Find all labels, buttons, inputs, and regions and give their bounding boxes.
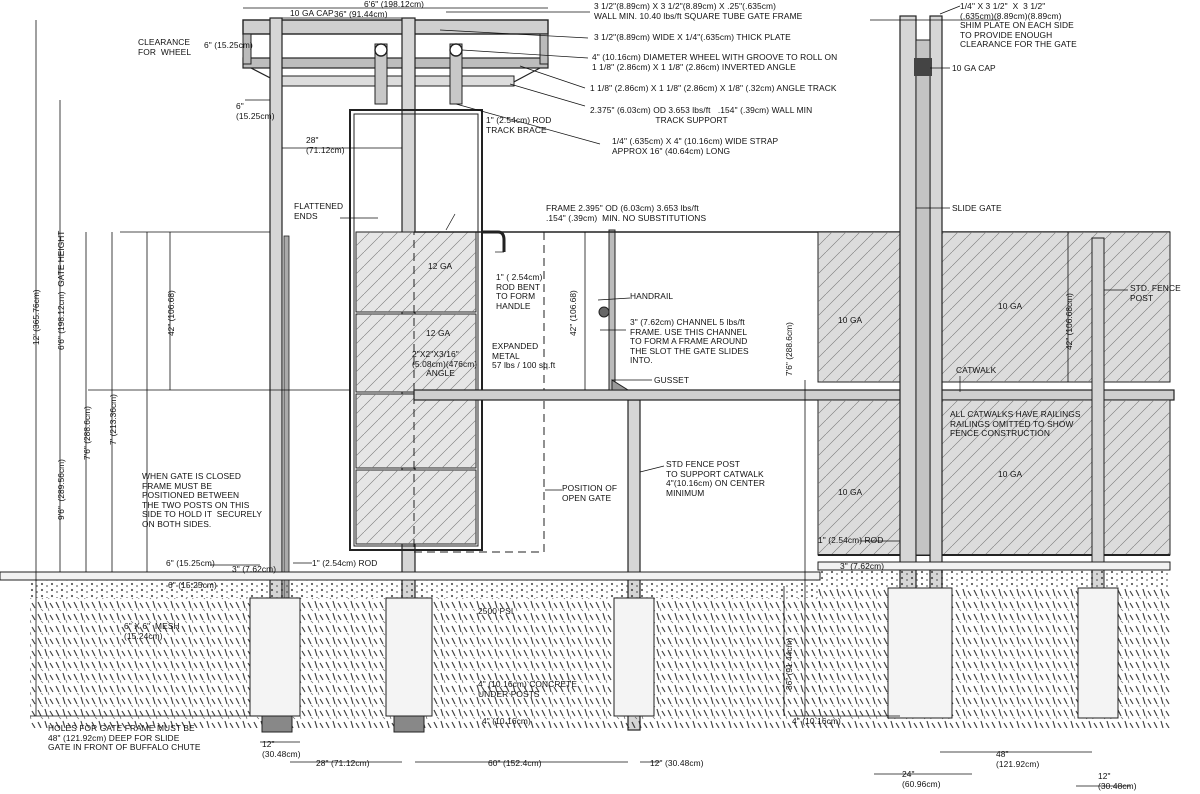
callout-channel: 3" (7.62cm) CHANNEL 5 lbs/ft FRAME. USE … xyxy=(630,317,749,366)
dim-28-bottom: 28" (71.12cm) xyxy=(316,758,370,768)
left-elevation xyxy=(0,7,1175,763)
dim-12-right: 12" (30.48cm) xyxy=(1098,771,1137,791)
dim-rod-right: 1" (2.54cm) ROD xyxy=(818,535,884,545)
dim-36-right: 36" (91.44cm) xyxy=(784,637,794,690)
dim-76-right: 7'6" (288.6cm) xyxy=(784,322,794,376)
dim-28: 28" (71.12cm) xyxy=(306,135,345,155)
callout-strap: 1/4" (.635cm) X 4" (10.16cm) WIDE STRAP … xyxy=(612,136,779,156)
callout-expanded-metal: EXPANDED METAL 57 lbs / 100 sq.ft xyxy=(492,341,556,371)
callout-handrail: HANDRAIL xyxy=(630,291,674,301)
callout-frame-od: FRAME 2.395" OD (6.03cm) 3.653 lbs/ft .1… xyxy=(546,203,707,223)
dim-6b: 6" (15.25cm) xyxy=(168,580,217,590)
callout-gusset: GUSSET xyxy=(654,375,690,385)
footing-catwalk xyxy=(613,597,655,717)
callout-track-support: 2.375" (6.03cm) OD 3.653 lbs/ft .154" (.… xyxy=(590,105,813,125)
wheel-right xyxy=(449,43,463,57)
dim-rod: 1" (2.54cm) ROD xyxy=(312,558,378,568)
top-cap-frame xyxy=(242,19,549,35)
dim-60-bottom: 60" (152.4cm) xyxy=(488,758,542,768)
footing-center xyxy=(385,597,433,717)
label-flattened: FLATTENED ENDS xyxy=(294,201,344,221)
label-mesh: 6" X 6" MESH (15.24cm) xyxy=(124,621,180,641)
callout-rod-handle: 1" ( 2.54cm) ROD BENT TO FORM HANDLE xyxy=(496,272,543,311)
dim-12-left: 12" (30.48cm) xyxy=(262,739,301,759)
wheel-left xyxy=(374,43,388,57)
callout-catwalk-note: ALL CATWALKS HAVE RAILINGS RAILINGS OMIT… xyxy=(950,409,1081,439)
label-holes: HOLES FOR GATE FRAME MUST BE 48" (121.92… xyxy=(48,723,201,753)
dim-76: 7'6" (288.6cm) xyxy=(82,406,92,460)
dim-42-mid: 42" (106.68) xyxy=(568,290,578,336)
dim-42-right: 42" (106.68cm) xyxy=(1064,293,1074,350)
slide-gate xyxy=(915,39,931,556)
dim-3a: 3" (7.62cm) xyxy=(232,564,277,574)
dim-6a: 6" (15.25cm) xyxy=(166,558,215,568)
label-concrete: 4" (10.16cm) CONCRETE UNDER POSTS xyxy=(478,679,578,699)
callout-angle-track: 1 1/8" (2.86cm) X 1 1/8" (2.86cm) X 1/8"… xyxy=(590,83,837,93)
callout-angle: 2"X2"X3/16" (5.08cm)(476cm) ANGLE xyxy=(412,349,478,379)
label-gate-closed: WHEN GATE IS CLOSED FRAME MUST BE POSITI… xyxy=(142,471,263,529)
dim-overall-height: 12' (365.76cm) xyxy=(31,289,41,345)
dim-clearance: 6" (15.25cm) xyxy=(204,40,253,50)
label-clearance: CLEARANCE FOR WHEEL xyxy=(138,37,192,57)
dim-3-right: 3" (7.62cm) xyxy=(840,561,885,571)
callout-catwalk: CATWALK xyxy=(956,365,997,375)
dim-4-left: 4" (10.16cm) xyxy=(482,716,531,726)
label-rod-brace: 1" (2.54cm) ROD TRACK BRACE xyxy=(486,115,552,135)
callout-wheel: 4" (10.16cm) DIAMETER WHEEL WITH GROOVE … xyxy=(592,52,838,72)
track-beam xyxy=(242,57,549,69)
label-cap: 10 GA CAP xyxy=(290,8,334,18)
callout-slide-gate: SLIDE GATE xyxy=(952,203,1002,213)
handrail-post xyxy=(608,229,616,391)
dim-top-width: 6'6" (198.12cm) xyxy=(364,0,425,9)
dim-12-mid: 12" (30.48cm) xyxy=(650,758,704,768)
callout-std-post-catwalk: STD FENCE POST TO SUPPORT CATWALK 4"(10.… xyxy=(666,459,766,498)
dim-gate-height: 6'6" (198.12cm) GATE HEIGHT xyxy=(56,230,66,350)
label-cap-right: 10 GA CAP xyxy=(952,63,996,73)
footing-left xyxy=(249,597,301,717)
label-psi: 2500 PSI xyxy=(478,606,514,616)
callout-12ga-mid: 12 GA xyxy=(426,328,451,338)
gate-frame xyxy=(349,109,483,551)
catwalk-deck xyxy=(413,389,1175,401)
callout-std-fence-post: STD. FENCE POST xyxy=(1130,283,1181,303)
dim-post-offset: 6" (15.25cm) xyxy=(236,101,275,121)
dim-inner-width: 36" (91.44cm) xyxy=(334,9,388,19)
label-10ga-c: 10 GA xyxy=(838,487,863,497)
dim-42-left: 42" (106.68) xyxy=(166,290,176,336)
dim-4-right: 4" (10.16cm) xyxy=(792,716,841,726)
right-elevation xyxy=(783,5,1171,787)
label-10ga-b: 10 GA xyxy=(998,301,1023,311)
dim-24-right: 24" (60.96cm) xyxy=(902,769,941,789)
callout-12ga-top: 12 GA xyxy=(428,261,453,271)
callout-tube-frame: 3 1/2"(8.89cm) X 3 1/2"(8.89cm) X .25"(.… xyxy=(594,1,803,21)
dim-48-right: 48" (121.92cm) xyxy=(996,749,1040,769)
dim-7: 7' (213.36cm) xyxy=(108,394,118,445)
label-10ga-d: 10 GA xyxy=(998,469,1023,479)
callout-plate: 3 1/2"(8.89cm) WIDE X 1/4"(.635cm) THICK… xyxy=(594,32,791,42)
callout-shim: 1/4" X 3 1/2" X 3 1/2" (.635cm)(8.89cm)(… xyxy=(960,1,1077,50)
label-10ga-a: 10 GA xyxy=(838,315,863,325)
ground-slab-left xyxy=(0,571,821,581)
callout-open-gate: POSITION OF OPEN GATE xyxy=(562,483,618,503)
dim-96: 9'6" (289.56cm) xyxy=(56,459,66,520)
